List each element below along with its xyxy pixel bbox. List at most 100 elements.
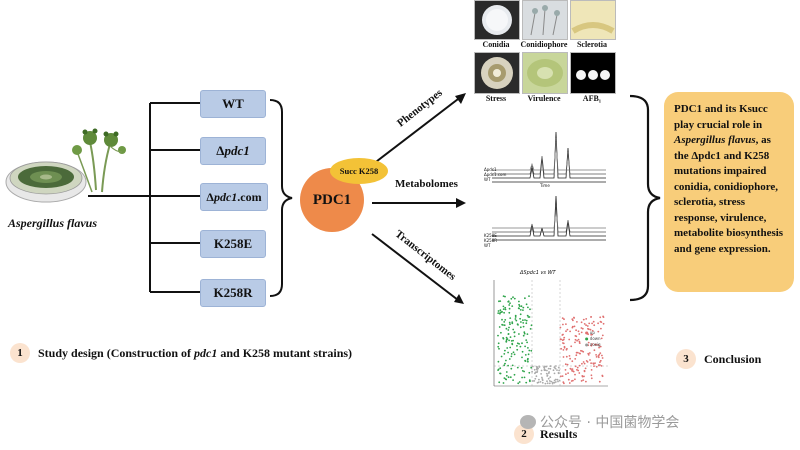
volcano-point bbox=[506, 338, 509, 340]
volcano-point bbox=[546, 375, 549, 377]
volcano-point bbox=[581, 375, 584, 377]
volcano-point bbox=[516, 348, 519, 351]
volcano-point bbox=[504, 349, 506, 352]
volcano-point bbox=[580, 327, 583, 329]
volcano-point bbox=[521, 342, 523, 345]
volcano-point bbox=[505, 371, 508, 373]
volcano-point bbox=[538, 378, 540, 381]
aspergillus-illustration bbox=[5, 128, 126, 203]
volcano-point bbox=[507, 333, 510, 335]
volcano-point bbox=[601, 334, 604, 337]
volcano-point bbox=[546, 380, 548, 383]
volcano-point bbox=[523, 331, 526, 334]
legend-down: ● down bbox=[585, 336, 601, 341]
volcano-point bbox=[562, 356, 565, 358]
volcano-point bbox=[502, 324, 504, 326]
volcano-point bbox=[519, 309, 522, 311]
volcano-point bbox=[500, 311, 503, 313]
volcano-point bbox=[509, 346, 512, 349]
volcano-point bbox=[505, 374, 508, 377]
volcano-point bbox=[533, 380, 536, 382]
volcano-point bbox=[575, 354, 578, 357]
legend-entry: WT bbox=[484, 177, 491, 182]
volcano-point bbox=[586, 325, 589, 327]
volcano-point bbox=[578, 333, 581, 335]
volcano-point bbox=[525, 319, 528, 322]
legend-entry: Δpdc1 bbox=[484, 167, 497, 172]
volcano-point bbox=[530, 324, 533, 327]
volcano-point bbox=[499, 372, 501, 375]
watermark: 公众号 · 中国菌物学会 bbox=[520, 412, 679, 432]
volcano-plot bbox=[493, 280, 608, 387]
strain-box-dpdc1-com: Δpdc1.com bbox=[200, 183, 268, 211]
volcano-point bbox=[556, 369, 558, 371]
volcano-point bbox=[509, 323, 511, 326]
volcano-point bbox=[520, 367, 523, 369]
volcano-point bbox=[563, 336, 566, 339]
volcano-point bbox=[566, 363, 569, 366]
volcano-point bbox=[601, 357, 604, 359]
volcano-point bbox=[574, 338, 577, 341]
volcano-point bbox=[567, 378, 570, 381]
volcano-point bbox=[540, 369, 543, 372]
conidiophore-image bbox=[522, 0, 568, 40]
volcano-point bbox=[504, 308, 507, 311]
volcano-point bbox=[504, 362, 506, 365]
study-design-number: 1 bbox=[10, 343, 30, 363]
volcano-point bbox=[509, 317, 512, 319]
volcano-point bbox=[581, 327, 584, 330]
volcano-point bbox=[516, 323, 519, 325]
volcano-point bbox=[588, 352, 591, 354]
volcano-point bbox=[538, 366, 541, 368]
volcano-point bbox=[503, 364, 506, 367]
volcano-point bbox=[513, 297, 516, 300]
volcano-point bbox=[502, 295, 505, 297]
volcano-point bbox=[524, 297, 526, 300]
volcano-point bbox=[524, 345, 526, 348]
volcano-point bbox=[508, 311, 511, 314]
volcano-point bbox=[597, 356, 600, 359]
volcano-point bbox=[521, 356, 523, 359]
volcano-point bbox=[530, 349, 533, 352]
volcano-point bbox=[528, 379, 531, 382]
volcano-point bbox=[506, 347, 509, 349]
volcano-point bbox=[541, 381, 544, 384]
conidiophore-label: Conidiophore bbox=[520, 40, 568, 49]
volcano-point bbox=[503, 324, 506, 327]
volcano-point bbox=[503, 311, 505, 314]
volcano-point bbox=[512, 339, 514, 342]
volcano-point bbox=[565, 355, 568, 358]
volcano-point bbox=[559, 326, 562, 329]
volcano-point bbox=[540, 373, 542, 375]
strain-label: Δpdc1 bbox=[216, 143, 250, 158]
volcano-point bbox=[503, 321, 506, 323]
volcano-point bbox=[529, 308, 531, 311]
volcano-point bbox=[498, 326, 501, 328]
volcano-point bbox=[594, 362, 596, 364]
volcano-point bbox=[511, 364, 514, 367]
volcano-point bbox=[518, 381, 521, 383]
volcano-point bbox=[599, 316, 602, 319]
volcano-point bbox=[578, 372, 581, 374]
volcano-point bbox=[536, 370, 539, 372]
volcano-point bbox=[516, 366, 519, 369]
volcano-point bbox=[587, 344, 590, 347]
volcano-point bbox=[562, 338, 565, 341]
volcano-point bbox=[544, 382, 547, 385]
volcano-point bbox=[577, 338, 580, 341]
volcano-point bbox=[526, 314, 529, 317]
chromatogram-bottom bbox=[492, 195, 606, 241]
volcano-point bbox=[571, 325, 574, 328]
volcano-point bbox=[600, 327, 602, 330]
volcano-point bbox=[505, 340, 508, 342]
volcano-point bbox=[502, 305, 505, 308]
chromatogram-bottom-legend: K258E K258R WT bbox=[484, 233, 497, 248]
volcano-point bbox=[508, 304, 511, 306]
volcano-point bbox=[582, 318, 585, 321]
volcano-point bbox=[560, 347, 563, 350]
strain-label: K258E bbox=[213, 236, 253, 251]
volcano-point bbox=[522, 306, 525, 309]
volcano-point bbox=[585, 324, 587, 327]
volcano-point bbox=[529, 328, 532, 330]
chromatogram-top-legend: Δpdc1 Δpdc1.com WT bbox=[484, 167, 506, 182]
